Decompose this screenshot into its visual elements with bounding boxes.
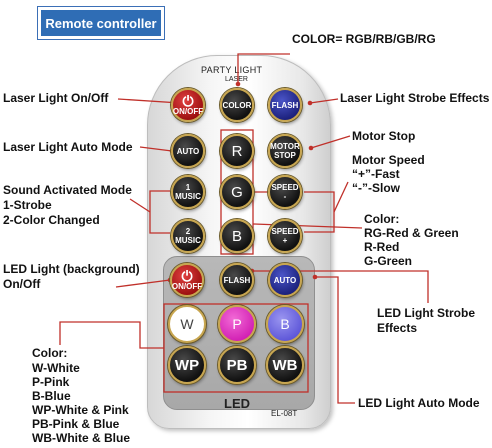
color-button[interactable]: COLOR <box>220 88 254 122</box>
color-definition: COLOR= RGB/RB/GB/RG <box>292 32 436 46</box>
led-auto-button[interactable]: AUTO <box>268 263 302 297</box>
sound-1-label: 1-Strobe <box>3 198 52 212</box>
power-icon: ⏻ <box>181 267 193 284</box>
color-w-label: W-White <box>32 361 80 375</box>
color-pb-label: PB-Pink & Blue <box>32 417 120 431</box>
brand-line1: PARTY LIGHT <box>201 65 263 75</box>
speed-fast-label: “+”-Fast <box>352 167 400 181</box>
led-strobe-label-2: Effects <box>377 321 418 335</box>
laser-auto-button[interactable]: AUTO <box>171 134 205 168</box>
sound-mode-label: Sound Activated Mode <box>3 183 132 197</box>
led-strobe-label-1: LED Light Strobe <box>377 306 475 320</box>
color-wp-label: WP-White & Pink <box>32 403 129 417</box>
laser-on-off-label: Laser Light On/Off <box>3 91 109 105</box>
b-button[interactable]: B <box>220 219 254 253</box>
motor-speed-label: Motor Speed <box>352 153 425 167</box>
laser-flash-button[interactable]: FLASH <box>268 88 302 122</box>
laser-on-off-button[interactable]: ⏻ON/OFF <box>171 88 205 122</box>
color-p-label: P-Pink <box>32 375 70 389</box>
blue-button[interactable]: B <box>266 305 304 343</box>
color-rg-label: RG-Red & Green <box>364 226 459 240</box>
colors-title-label: Color: <box>32 346 68 360</box>
wp-button[interactable]: WP <box>168 346 206 384</box>
led-bg-label-2: On/Off <box>3 277 41 291</box>
sound-2-label: 2-Color Changed <box>3 213 100 227</box>
wb-button[interactable]: WB <box>266 346 304 384</box>
brand-line2: LASER <box>225 76 248 83</box>
color-g-label: G-Green <box>364 254 413 268</box>
color-b-label: B-Blue <box>32 389 71 403</box>
w-button[interactable]: W <box>168 305 206 343</box>
title-box: Remote controller <box>37 6 165 40</box>
color-r-label: R-Red <box>364 240 400 254</box>
pb-button[interactable]: PB <box>218 346 256 384</box>
model-label: EL-08T <box>271 409 298 418</box>
led-auto-label: LED Light Auto Mode <box>358 396 480 410</box>
led-label: LED <box>224 396 250 411</box>
p-button[interactable]: P <box>218 305 256 343</box>
power-icon: ⏻ <box>182 92 194 109</box>
speed-minus-button[interactable]: SPEED - <box>268 175 302 209</box>
color-wb-label: WB-White & Blue <box>32 431 130 445</box>
page-title: Remote controller <box>41 10 161 36</box>
g-button[interactable]: G <box>220 175 254 209</box>
led-flash-button[interactable]: FLASH <box>220 263 254 297</box>
laser-strobe-label: Laser Light Strobe Effects <box>340 91 490 105</box>
led-bg-label-1: LED Light (background) <box>3 262 140 276</box>
speed-plus-button[interactable]: SPEED + <box>268 219 302 253</box>
speed-slow-label: “-”-Slow <box>352 181 400 195</box>
led-on-off-button[interactable]: ⏻ON/OFF <box>170 263 204 297</box>
color-title-label: Color: <box>364 212 400 226</box>
r-button[interactable]: R <box>220 134 254 168</box>
laser-auto-label: Laser Light Auto Mode <box>3 140 133 154</box>
motor-stop-label: Motor Stop <box>352 129 416 143</box>
